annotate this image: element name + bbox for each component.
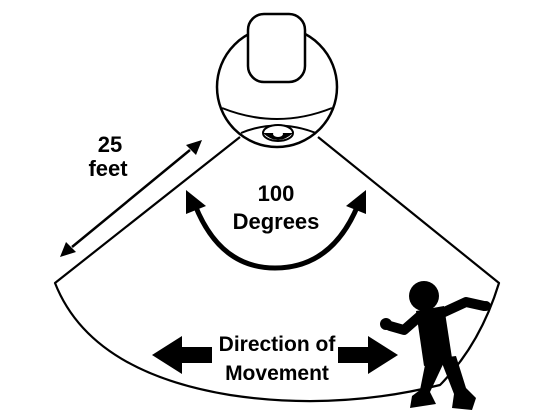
distance-value: 25 [98, 132, 122, 157]
person-back-arm [435, 297, 489, 319]
person-front-leg [410, 358, 446, 408]
angle-arc [192, 202, 361, 271]
distance-arrow-head-bottom [60, 242, 76, 257]
motion-sensor-icon [215, 12, 339, 149]
detection-zone-outline [53, 136, 501, 403]
person-front-hand [380, 318, 392, 330]
detection-zone [53, 136, 501, 403]
distance-arrow-head-top [186, 140, 202, 155]
distance-unit: feet [88, 156, 128, 181]
person-back-leg [440, 356, 476, 410]
angle-value: 100 [258, 181, 295, 206]
person-front-arm [385, 311, 425, 335]
distance-arrow-shaft [71, 149, 191, 248]
person-head [409, 281, 439, 311]
movement-arrow-right-shaft [338, 347, 374, 363]
sensor-lower-band [221, 107, 333, 120]
person-torso [416, 306, 452, 366]
angle-unit: Degrees [233, 209, 320, 234]
distance-arrow [60, 140, 202, 257]
angle-arrow [186, 190, 366, 271]
movement-arrow-left [152, 336, 212, 374]
movement-label-line2: Movement [225, 362, 329, 385]
sensor-mount [246, 12, 307, 84]
movement-arrow-right [338, 336, 398, 374]
movement-arrow-right-head [368, 336, 398, 374]
sensor-lens-glint [273, 131, 283, 137]
movement-arrow-left-shaft [176, 347, 212, 363]
movement-arrow-left-head [152, 336, 182, 374]
angle-arrow-head-left [186, 190, 206, 214]
angle-arrow-head-right [346, 190, 366, 214]
person-back-hand [481, 301, 491, 311]
person-walking-icon [380, 281, 491, 410]
movement-label-line1: Direction of [219, 333, 337, 356]
